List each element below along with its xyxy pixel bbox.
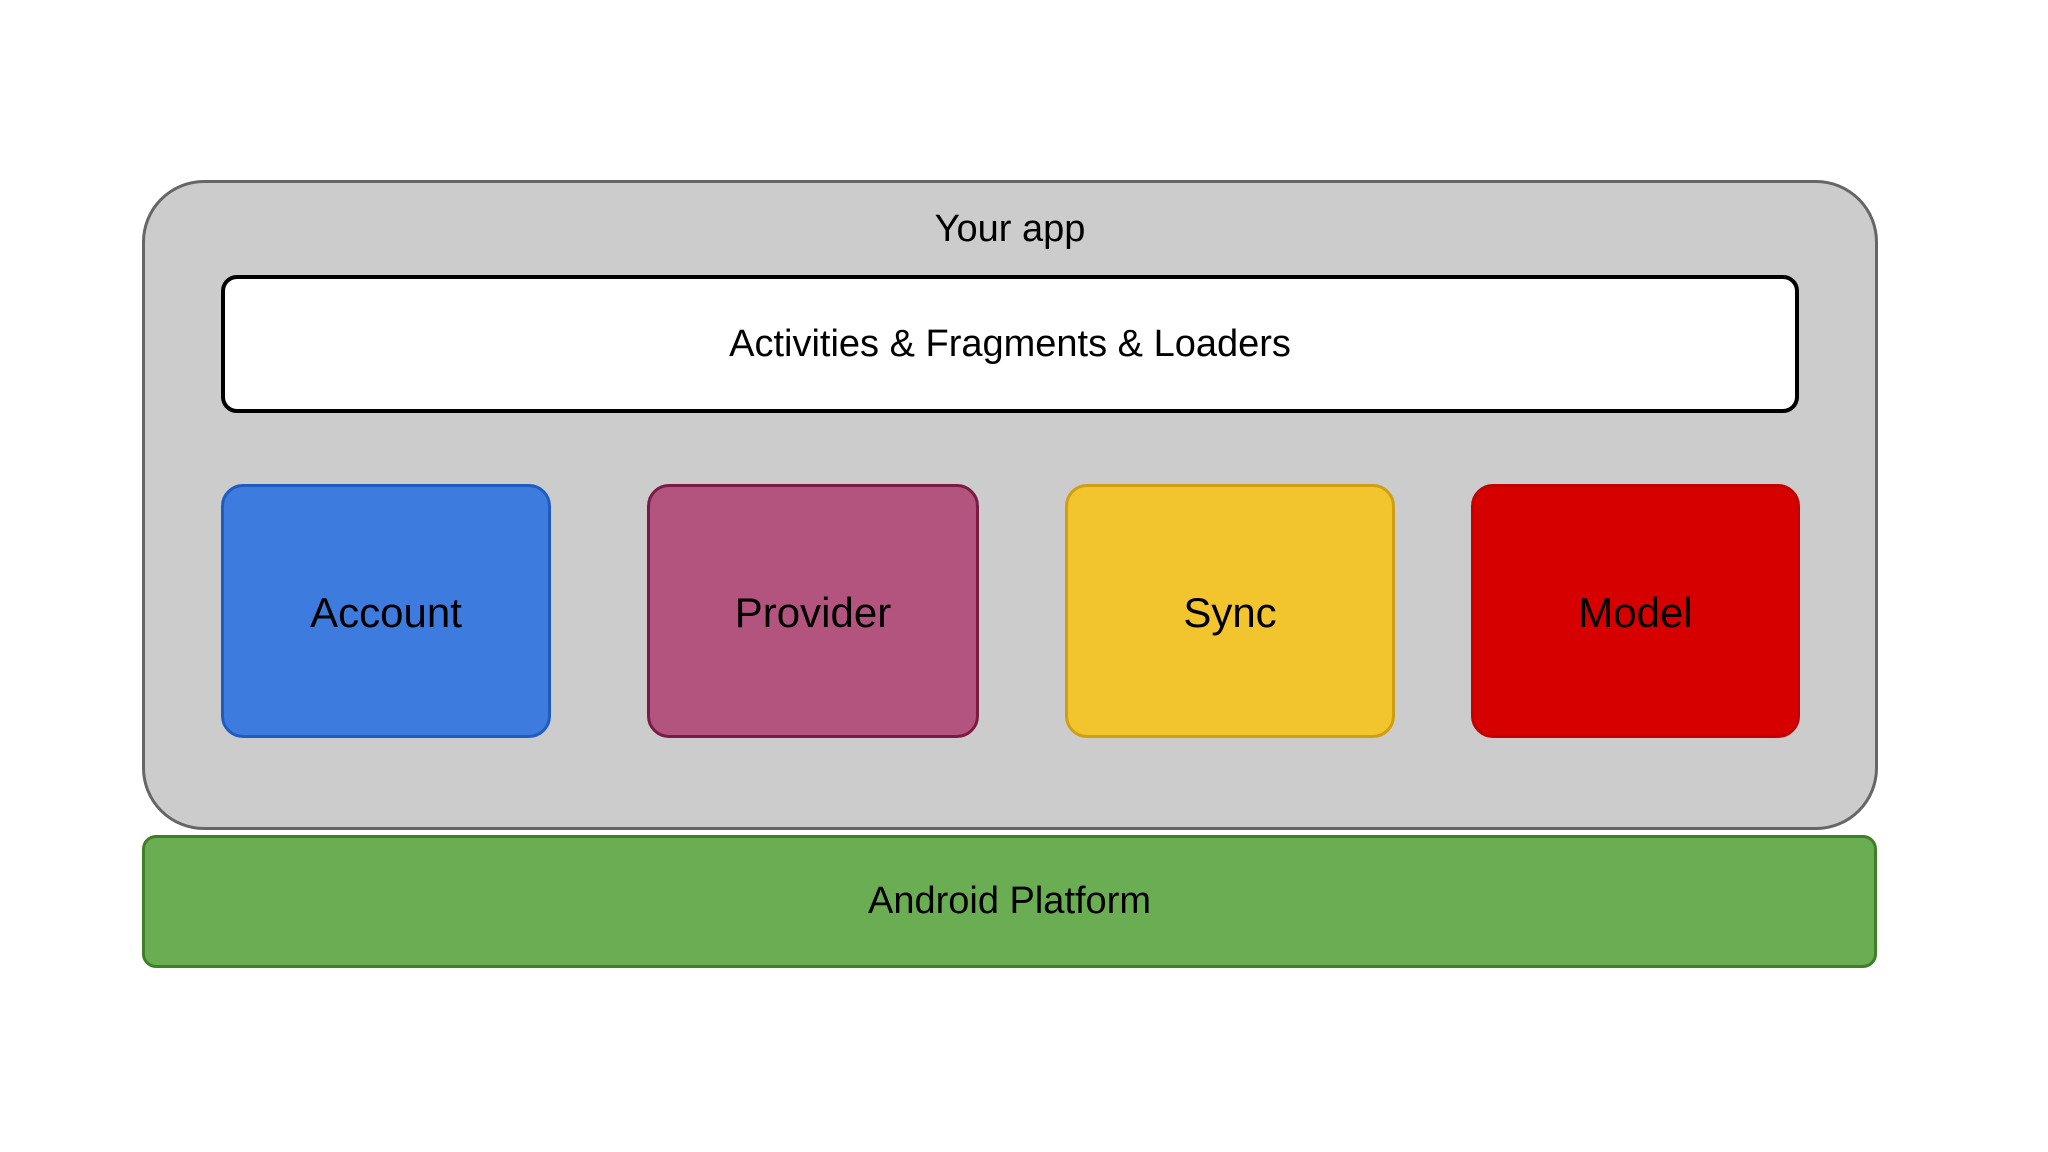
android-platform-label: Android Platform	[867, 880, 1151, 922]
android-platform-bar: Android Platform	[142, 835, 1877, 968]
module-box-account: Account	[221, 484, 551, 738]
module-box-sync: Sync	[1065, 484, 1395, 738]
module-label-sync: Sync	[1183, 589, 1277, 636]
your-app-title: Your app	[934, 208, 1086, 250]
module-boxes-row: Account Provider Sync Model	[145, 183, 1875, 827]
activities-fragments-loaders-label: Activities & Fragments & Loaders	[729, 322, 1291, 365]
module-box-model: Model	[1471, 484, 1800, 738]
module-box-provider: Provider	[647, 484, 979, 738]
activities-fragments-loaders-box: Activities & Fragments & Loaders	[221, 275, 1799, 413]
your-app-container: Your app Activities & Fragments & Loader…	[142, 180, 1878, 830]
module-label-model: Model	[1578, 589, 1693, 636]
module-label-account: Account	[310, 589, 462, 636]
module-label-provider: Provider	[734, 589, 892, 636]
